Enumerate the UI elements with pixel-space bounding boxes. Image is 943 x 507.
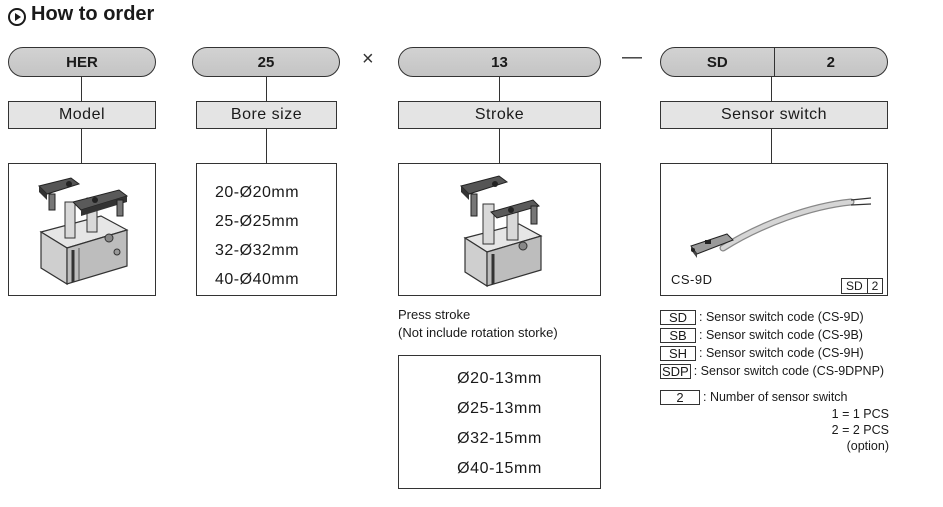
- times-separator: ×: [362, 48, 374, 70]
- connector-line: [81, 129, 83, 163]
- sensor-label: Sensor switch: [660, 101, 888, 129]
- sensor-code-pill: SD 2: [660, 47, 888, 77]
- stroke-option: Ø20-13mm: [457, 370, 542, 387]
- bore-option: 20-Ø20mm: [215, 184, 300, 201]
- stroke-label: Stroke: [398, 101, 601, 129]
- connector-line: [499, 77, 501, 101]
- code-desc: : Sensor switch code (CS-9B): [699, 328, 863, 342]
- stroke-option: Ø32-15mm: [457, 430, 542, 447]
- legend-row: SH : Sensor switch code (CS-9H): [660, 344, 940, 362]
- connector-line: [771, 129, 773, 163]
- cylinder-image: [460, 175, 543, 288]
- connector-line: [266, 77, 268, 101]
- connector-line: [81, 77, 83, 101]
- bore-label: Bore size: [196, 101, 337, 129]
- bore-code-pill: 25: [192, 47, 340, 77]
- sensor-tag-right: 2: [871, 279, 879, 293]
- bore-code: 25: [257, 53, 275, 71]
- legend-row: SB : Sensor switch code (CS-9B): [660, 326, 940, 344]
- count-option: (option): [846, 439, 889, 453]
- stroke-option: Ø25-13mm: [457, 400, 542, 417]
- model-code-pill: HER: [8, 47, 156, 77]
- legend-row: SDP : Sensor switch code (CS-9DPNP): [660, 362, 940, 380]
- count-option: 2 = 2 PCS: [831, 423, 889, 437]
- play-circle-icon: [8, 8, 26, 26]
- stroke-options-box: Ø20-13mm Ø25-13mm Ø32-15mm Ø40-15mm: [398, 355, 601, 489]
- code-box: 2: [660, 389, 700, 405]
- code-box: SH: [660, 345, 696, 361]
- sensor-code-left: SD: [706, 53, 728, 71]
- stroke-code-pill: 13: [398, 47, 601, 77]
- sensor-image-box: CS-9D SD 2: [660, 163, 888, 296]
- model-code: HER: [66, 53, 98, 71]
- stroke-code: 13: [491, 53, 508, 71]
- bore-option: 25-Ø25mm: [215, 213, 300, 230]
- connector-line: [266, 129, 268, 163]
- code-desc: : Sensor switch code (CS-9H): [699, 346, 864, 360]
- cylinder-image: [38, 177, 129, 286]
- code-box: SD: [660, 309, 696, 325]
- sensor-switch-image: [690, 197, 872, 258]
- tag-divider: [866, 279, 868, 293]
- model-label: Model: [8, 101, 156, 129]
- bore-option: 40-Ø40mm: [215, 271, 300, 288]
- sensor-code-legend: SD : Sensor switch code (CS-9D) SB : Sen…: [660, 308, 940, 454]
- stroke-note-line: (Not include rotation storke): [398, 325, 558, 340]
- sensor-code-right: 2: [826, 53, 835, 71]
- dash-separator: —: [622, 46, 642, 68]
- pill-divider: [773, 48, 775, 76]
- page-title: How to order: [31, 3, 155, 25]
- legend-row: SD : Sensor switch code (CS-9D): [660, 308, 940, 326]
- sensor-tag-left: SD: [846, 279, 863, 293]
- code-box: SB: [660, 327, 696, 343]
- bore-options-box: 20-Ø20mm 25-Ø25mm 32-Ø32mm 40-Ø40mm: [196, 163, 337, 296]
- code-desc: : Sensor switch code (CS-9D): [699, 310, 864, 324]
- stroke-option: Ø40-15mm: [457, 460, 542, 477]
- code-desc: : Sensor switch code (CS-9DPNP): [693, 364, 885, 378]
- connector-line: [499, 129, 501, 163]
- stroke-note-line: Press stroke: [398, 307, 471, 322]
- count-option: 1 = 1 PCS: [831, 407, 889, 421]
- sensor-image-caption: CS-9D: [671, 272, 713, 287]
- count-options: 1 = 1 PCS 2 = 2 PCS (option): [660, 406, 889, 454]
- code-box: SDP: [660, 363, 691, 379]
- code-desc: : Number of sensor switch: [703, 390, 848, 404]
- stroke-image-box: [398, 163, 601, 296]
- sensor-image-tag: SD 2: [841, 278, 884, 294]
- bore-option: 32-Ø32mm: [215, 242, 300, 259]
- stroke-note: Press stroke (Not include rotation stork…: [398, 306, 618, 342]
- connector-line: [771, 77, 773, 101]
- legend-row: 2 : Number of sensor switch: [660, 388, 940, 406]
- model-image-box: [8, 163, 156, 296]
